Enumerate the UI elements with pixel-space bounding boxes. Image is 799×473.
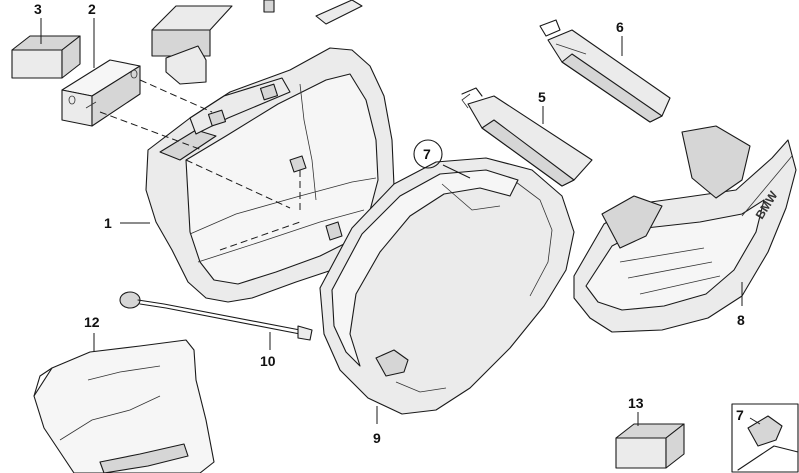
assembly-lines	[99, 79, 301, 251]
callout-9: 9	[373, 430, 381, 446]
callout-7-inset: 7	[736, 407, 744, 423]
callout-1: 1	[104, 215, 112, 231]
callout-3: 3	[34, 1, 42, 17]
part-10-cable	[119, 291, 313, 341]
part-13-box	[615, 423, 685, 469]
part-3-box	[11, 35, 81, 79]
part-12-cover-bag	[33, 339, 215, 473]
part-7-case-lid	[319, 157, 575, 415]
callout-numbers: 3 2 1 5 6 7 8 9 10 12 13 7	[34, 1, 745, 446]
part-1-case-shell	[145, 47, 395, 303]
part-6-strip	[539, 19, 671, 123]
part-8-rear-trim: BMW	[573, 125, 797, 333]
part-2-bracket	[61, 59, 141, 127]
callout-5: 5	[538, 89, 546, 105]
part-top-tool	[151, 0, 363, 85]
callout-7-circle	[413, 139, 443, 169]
inset-detail-box	[731, 403, 799, 473]
callout-6: 6	[616, 19, 624, 35]
callout-7: 7	[423, 146, 431, 162]
callout-12: 12	[84, 314, 100, 330]
part-5-strip	[461, 87, 593, 187]
callout-2: 2	[88, 1, 96, 17]
callout-8: 8	[737, 312, 745, 328]
leader-lines	[40, 18, 761, 426]
callout-13: 13	[628, 395, 644, 411]
callout-10: 10	[260, 353, 276, 369]
